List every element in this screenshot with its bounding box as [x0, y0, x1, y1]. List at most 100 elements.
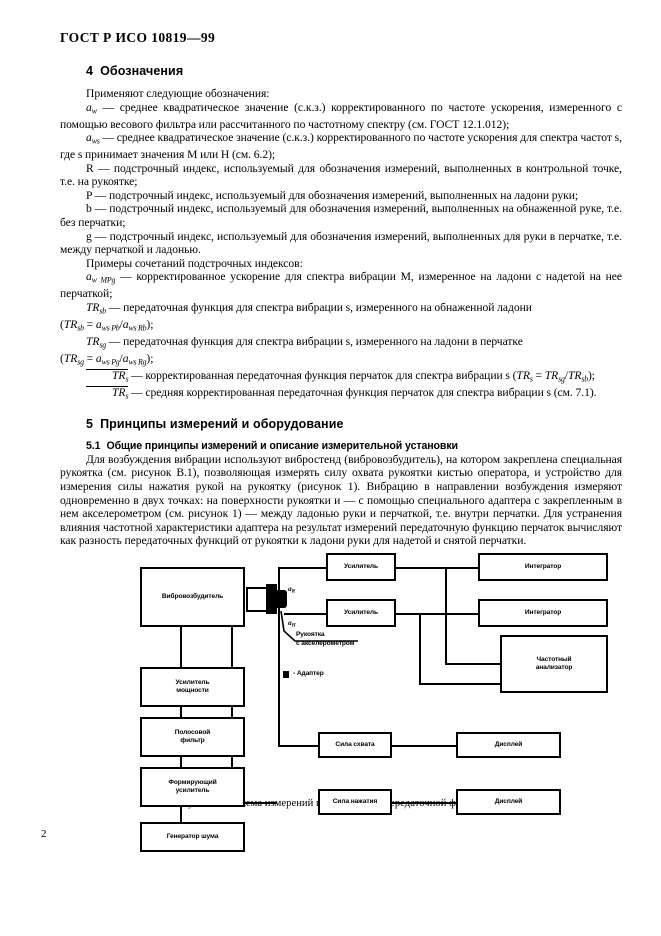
section-5-title: Принципы измерений и оборудование	[100, 416, 344, 431]
example-4-overline: TRs	[86, 369, 129, 384]
formula-4-b-sub: sg	[558, 374, 565, 384]
formula-4-a-sub: s	[529, 374, 533, 384]
example-5-overline: TRs	[86, 386, 129, 401]
definition-g: g — подстрочный индекс, используемый для…	[60, 229, 622, 257]
example-5-text: — средняя корректированная передаточная …	[128, 386, 597, 400]
definition-aws: aws — среднее квадратическое значение (с…	[60, 131, 622, 162]
example-1-text: — корректированное ускорение для спектра…	[60, 270, 622, 301]
example-1-symbol: a	[86, 270, 92, 284]
formula-2-den: a	[122, 317, 129, 331]
block-frequency-analyzer-label: Частотный анализатор	[535, 655, 573, 671]
block-display-2-label: Дисплей	[494, 797, 523, 805]
formula-4-c-sub: sb	[581, 374, 588, 384]
page-number: 2	[41, 828, 47, 840]
wire-grip-force-to-display1	[392, 745, 458, 747]
example-5-subscript: s	[125, 391, 129, 401]
label-a-H-subscript: H	[291, 623, 296, 629]
formula-3-eq: =	[83, 351, 96, 365]
paren-close-1: );	[146, 317, 154, 331]
block-display-2: Дисплей	[456, 789, 561, 815]
definition-aws-text: — среднее квадратическое значение (с.к.з…	[60, 131, 622, 162]
wire-exciter-shaft-left	[246, 587, 248, 612]
example-2-formula: (TRsb = aws Pb/aws Rb);	[60, 318, 622, 335]
wire-to-push-force	[231, 802, 277, 804]
block-shaping-amplifier-label: Формирующий усилитель	[168, 778, 217, 794]
block-power-amplifier: Усилитель мощности	[140, 667, 245, 707]
block-noise-generator-label: Генератор шума	[166, 832, 219, 840]
example-5: TRs — средняя корректированная передаточ…	[60, 386, 622, 401]
wire-handle-to-amp1	[278, 567, 328, 569]
block-push-force-label: Сила нажатия	[332, 797, 378, 805]
label-handle: Рукоятка	[296, 631, 325, 638]
example-3-symbol: TR	[86, 334, 100, 348]
wire-handle-to-grip-force	[278, 745, 320, 747]
paren-close-2: );	[146, 351, 154, 365]
formula-2-eq: =	[83, 317, 96, 331]
formula-4-a: TR	[516, 369, 530, 382]
block-noise-generator: Генератор шума	[140, 822, 245, 852]
example-3-subscript: sg	[99, 340, 107, 350]
handle-leader-line	[280, 610, 358, 642]
formula-2-num: a	[95, 317, 102, 331]
symbol-a: a	[86, 100, 92, 114]
label-a-R: aR	[288, 584, 295, 595]
label-a-H: aH	[288, 618, 296, 629]
paren-open-2: (	[60, 351, 64, 365]
definition-R: R — подстрочный индекс, используемый для…	[60, 161, 622, 189]
wire-amp2-branch-to-analyzer	[419, 613, 421, 685]
wire-exciter-to-power-amp	[180, 627, 182, 667]
example-4-text: — корректированная передаточная функция …	[128, 369, 517, 382]
block-integrator-2: Интегратор	[478, 599, 608, 627]
formula-3-den-sub: ws Rg	[128, 357, 147, 367]
formula-2-tr: TR	[63, 317, 78, 331]
wire-shaping-to-noise-gen	[180, 807, 182, 833]
label-handle-accelerometer: с акселерометром	[296, 640, 355, 647]
definition-aw-text: — среднее квадратическое значение (с.к.з…	[60, 100, 622, 131]
definition-P: P — подстрочный индекс, используемый для…	[86, 188, 579, 202]
definition-aw: aw — среднее квадратическое значение (с.…	[60, 101, 622, 132]
document-header: ГОСТ Р ИСО 10819—99	[60, 30, 216, 45]
example-2-subscript: sb	[99, 306, 107, 316]
block-amplifier-1: Усилитель	[326, 553, 396, 581]
wire-amp1-branch-to-analyzer	[445, 567, 447, 665]
example-4-symbol: TR	[112, 369, 126, 382]
block-integrator-1: Интегратор	[478, 553, 608, 581]
wire-push-force-to-display2	[392, 802, 458, 804]
definition-b: b — подстрочный индекс, используемый для…	[60, 202, 622, 229]
wire-amp2-branch-into-analyzer	[419, 683, 502, 685]
formula-2-den-sub: ws Rb	[128, 323, 147, 333]
example-4-subscript: s	[125, 374, 129, 384]
section-5-1-title: Общие принципы измерений и описание изме…	[106, 439, 458, 452]
section-5-1-paragraph: Для возбуждения вибрации используют вибр…	[60, 452, 622, 548]
section-4-intro: Применяют следующие обозначения:	[86, 87, 270, 100]
formula-2-num-sub: ws Pb	[101, 323, 120, 333]
wire-amp1-to-integrator1	[396, 567, 480, 569]
symbol-a2-subscript: ws	[91, 136, 100, 146]
symbol-a2: a	[86, 131, 92, 145]
formula-3-slash: /	[119, 351, 123, 365]
wire-exciter-shaft-bottom	[246, 610, 268, 612]
handle-node-icon	[274, 590, 287, 608]
example-1: aw MPg — корректированное ускорение для …	[60, 270, 622, 301]
block-grip-force: Сила схвата	[318, 732, 392, 758]
formula-2-tr-sub: sb	[77, 323, 84, 333]
label-a-H-symbol: a	[288, 618, 292, 627]
symbol-a-subscript: w	[91, 106, 97, 116]
block-push-force: Сила нажатия	[318, 789, 392, 815]
block-integrator-1-label: Интегратор	[524, 562, 562, 570]
example-4: TRs — корректированная передаточная функ…	[60, 369, 622, 386]
example-3-text: — передаточная функция для спектра вибра…	[106, 334, 523, 348]
example-2-symbol: TR	[86, 300, 100, 314]
block-display-1-label: Дисплей	[494, 740, 523, 748]
formula-3-num-sub: ws Pg	[101, 357, 120, 367]
examples-intro: Примеры сочетаний подстрочных индексов:	[86, 256, 303, 270]
section-4-number: 4	[86, 64, 94, 78]
figure-1-diagram: Вибровозбудитель Усилитель мощности Поло…	[0, 527, 661, 852]
block-bandpass-filter-label: Полосовой фильтр	[174, 728, 211, 744]
block-frequency-analyzer: Частотный анализатор	[500, 635, 608, 693]
formula-2-slash: /	[119, 317, 123, 331]
formula-4-c: TR	[567, 369, 582, 382]
wire-amp1-branch-into-analyzer	[445, 663, 502, 665]
